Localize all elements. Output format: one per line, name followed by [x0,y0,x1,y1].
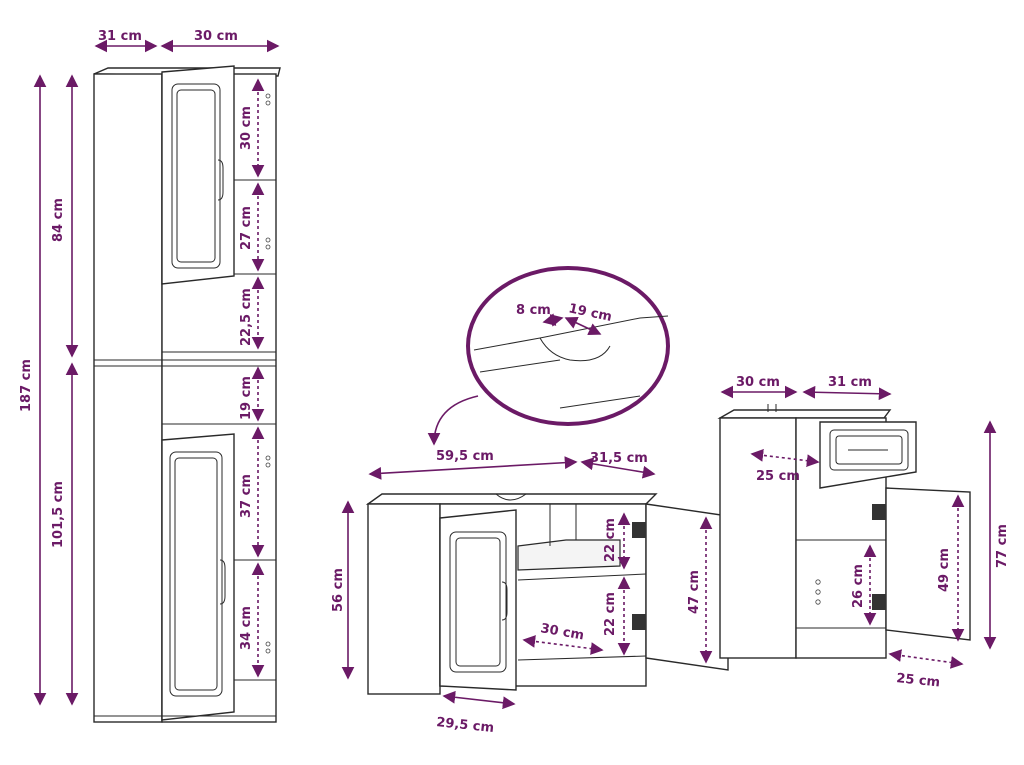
sink-cabinet-dimensions [341,456,713,710]
tall-width-left: 31 cm [98,29,142,44]
sink-shelf-lower: 22 cm [603,592,618,636]
small-cabinet-dimensions [720,385,997,669]
detail-zoom-circle [427,266,670,446]
tall-shelf-1: 30 cm [239,106,254,150]
sink-width: 59,5 cm [436,449,494,464]
small-depth: 31 cm [828,375,872,390]
tall-height-lower: 101,5 cm [51,481,66,548]
sink-door-width: 29,5 cm [436,715,495,736]
small-drawer-depth: 25 cm [756,469,800,484]
tall-height-total: 187 cm [19,359,34,412]
tall-shelf-5: 37 cm [239,474,254,518]
small-shelf: 26 cm [851,564,866,608]
zoom-cut-depth: 8 cm [516,303,551,318]
tall-shelf-4: 19 cm [239,376,254,420]
sink-cabinet [365,493,731,695]
small-door-height: 49 cm [937,548,952,592]
small-height: 77 cm [995,524,1010,568]
sink-door-height: 47 cm [687,570,702,614]
tall-shelf-2: 27 cm [239,206,254,250]
small-cabinet [717,404,971,659]
sink-height: 56 cm [331,568,346,612]
tall-cabinet-dimensions [33,39,280,706]
tall-width-right: 30 cm [194,29,238,44]
small-door-width: 25 cm [896,671,941,691]
tall-shelf-6: 34 cm [239,606,254,650]
sink-depth: 31,5 cm [590,451,648,466]
tall-height-upper: 84 cm [51,198,66,242]
small-width: 30 cm [736,375,780,390]
sink-shelf-upper: 22 cm [603,518,618,562]
tall-shelf-3: 22,5 cm [239,288,254,346]
